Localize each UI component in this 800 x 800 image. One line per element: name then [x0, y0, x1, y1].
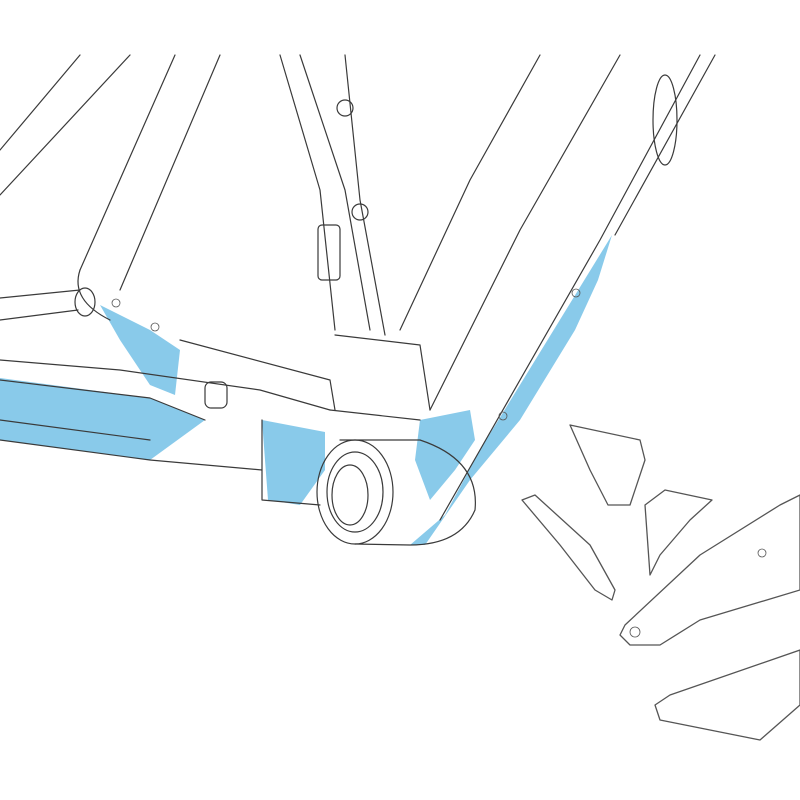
cutout-piece-4: [619, 494, 800, 646]
cutout-pieces: [521, 424, 800, 741]
chainstay-film: [0, 378, 205, 460]
cutout-piece-1: [569, 424, 646, 506]
frame-lines: [0, 54, 716, 546]
stay-upper-film: [100, 305, 180, 395]
bb-right-film: [415, 410, 475, 500]
cutout-piece-2: [644, 489, 713, 576]
protection-film-areas: [0, 235, 612, 545]
cutout-piece-3: [521, 494, 616, 601]
cutout-piece-5: [654, 649, 800, 741]
bottom-bracket-left-film: [262, 420, 325, 505]
